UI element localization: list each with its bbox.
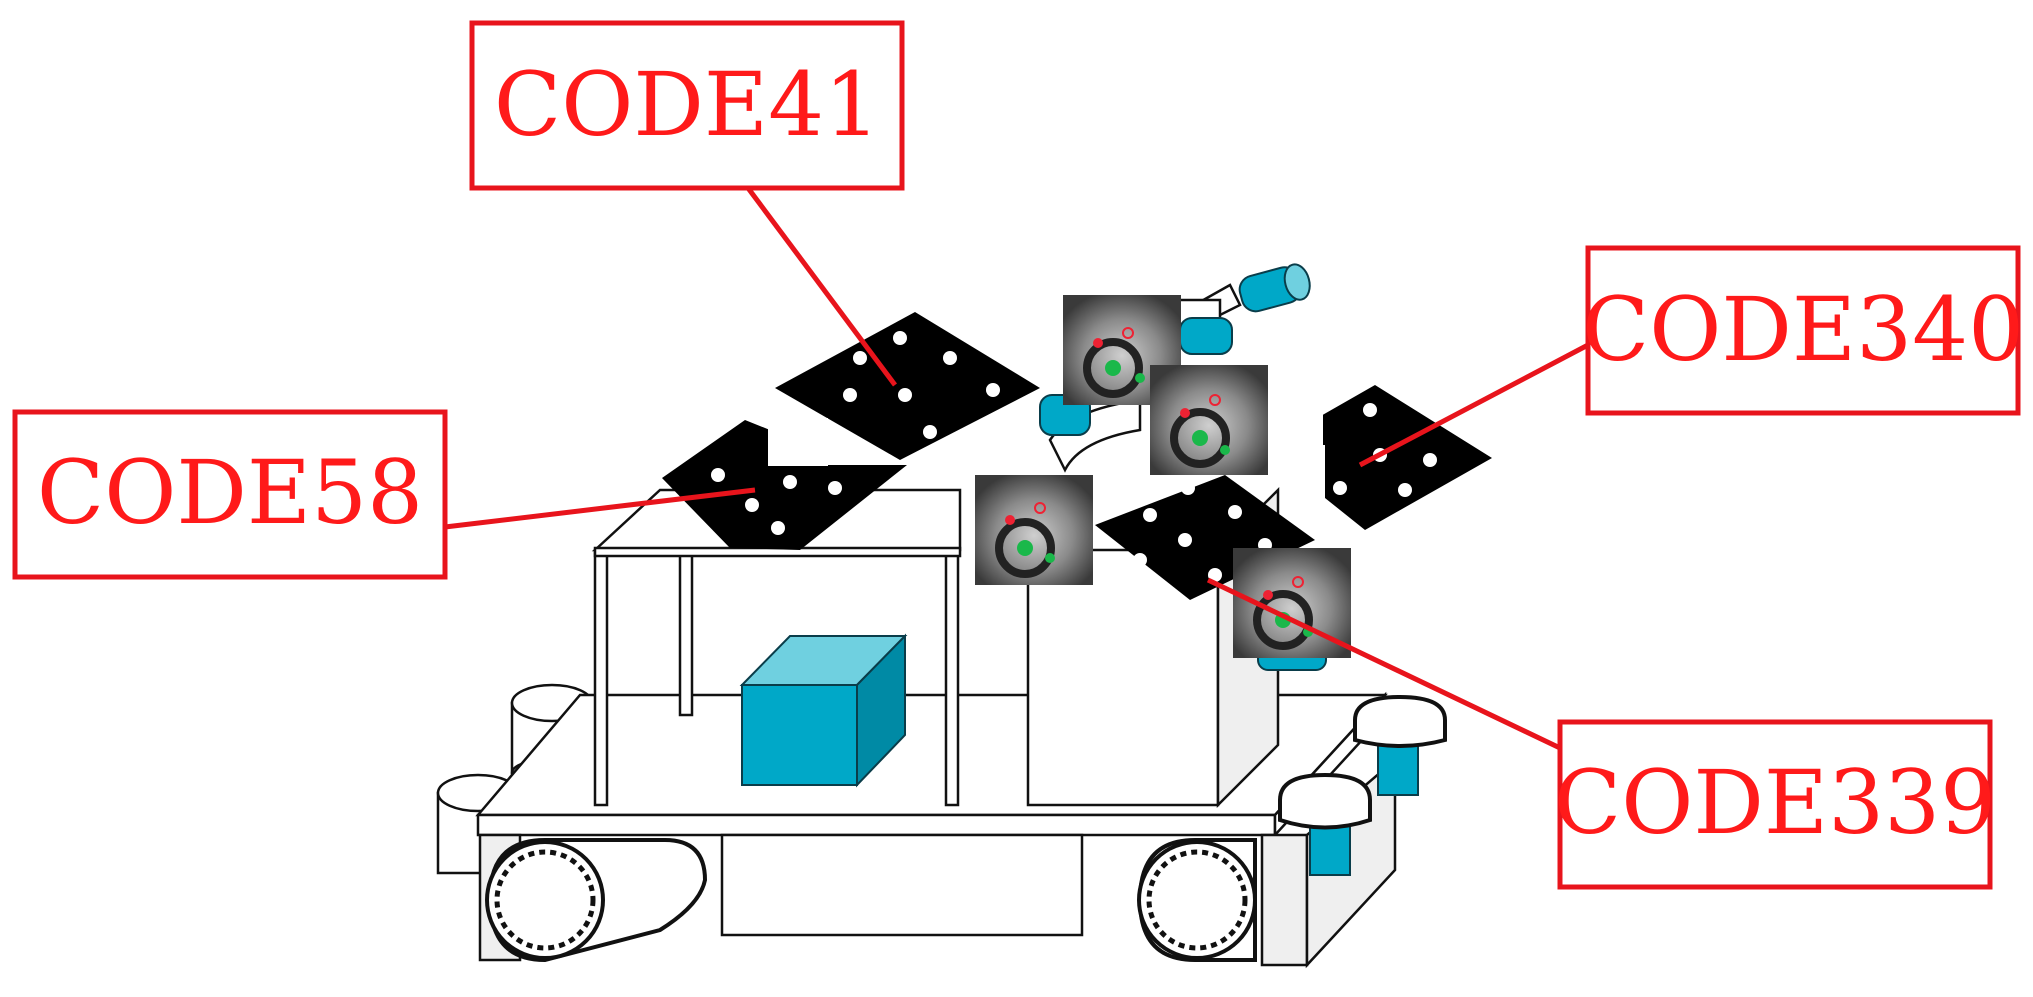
leader-code58 (444, 487, 756, 530)
robot-base (436, 683, 1447, 969)
callout-code58: CODE58 (12, 409, 448, 580)
right-track (1137, 838, 1257, 962)
callout-code41: CODE41 (469, 20, 905, 191)
leader-code340 (1358, 342, 1590, 468)
callout-code339-label: CODE339 (1554, 751, 1996, 854)
platform-front (476, 813, 1277, 837)
chassis-front-panel (720, 833, 1084, 937)
right-caster-upper (1353, 694, 1447, 796)
camera-image-3 (975, 475, 1093, 585)
right-caster-lower (1278, 772, 1372, 876)
marker-code58 (662, 418, 907, 550)
cargo-cube (739, 633, 908, 788)
marker-code339 (1095, 475, 1315, 600)
leader-code41 (745, 186, 898, 387)
marker-code41 (775, 312, 1040, 460)
callout-code41-label: CODE41 (494, 53, 880, 156)
chassis-right-side (1260, 833, 1309, 967)
left-track (485, 838, 708, 963)
marker-code340 (1268, 380, 1492, 530)
leader-code339 (1206, 577, 1562, 751)
callout-code340: CODE340 (1582, 245, 2024, 416)
camera-image-2 (1150, 365, 1268, 475)
callout-code340-label: CODE340 (1582, 278, 2024, 381)
callout-code339: CODE339 (1554, 719, 1996, 890)
callout-code58-label: CODE58 (37, 441, 423, 544)
